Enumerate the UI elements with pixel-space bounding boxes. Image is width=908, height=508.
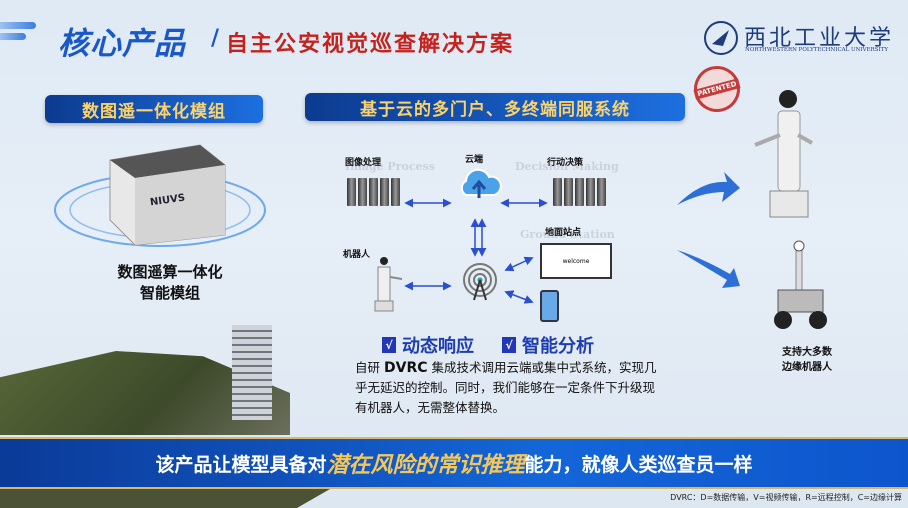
cloud-upload-icon	[460, 168, 502, 198]
screen-text: welcome	[562, 257, 590, 265]
summary-banner: 该产品让模型具备对潜在风险的常识推理能力，就像人类巡查员一样	[0, 437, 908, 489]
ghost-label: Image Process	[345, 160, 435, 173]
server-icon	[553, 178, 606, 206]
module-pill: 数图遥一体化模组	[45, 95, 263, 123]
feature-label: 智能分析	[522, 336, 594, 357]
patented-stamp: PATENTED	[688, 60, 746, 118]
node-label-decision: 行动决策	[547, 158, 584, 168]
node-label-ground: 地面站点	[545, 228, 582, 238]
module-device-image	[54, 144, 266, 247]
para-bold: DVRC	[383, 360, 428, 376]
patrol-robot-image	[774, 240, 827, 329]
page-subtitle: 自主公安视觉巡查解决方案	[226, 32, 515, 57]
check-icon: √	[502, 337, 516, 353]
connection-arrows	[404, 198, 548, 304]
antenna-signal-icon	[463, 263, 497, 301]
robot-icon	[374, 257, 402, 312]
footnote: DVRC：D=数据传输，V=视频传输，R=远程控制，C=边缘计算	[670, 493, 902, 502]
phone-icon	[540, 290, 559, 322]
page-title: 核心产品	[58, 26, 186, 62]
caption-line: 智能模组	[139, 284, 200, 302]
banner-text: 能力，就像人类巡查员一样	[524, 453, 753, 476]
banner-highlight: 潜在风险的常识推理	[326, 452, 525, 478]
city-aerial-image-bottom	[0, 489, 330, 508]
ghost-label: Ground Station	[520, 228, 615, 241]
node-label-robot: 机器人	[343, 250, 371, 260]
university-logo-en: NORTHWESTERN POLYTECHNICAL UNIVERSITY	[745, 47, 889, 53]
system-pill: 基于云的多门户、多终端同服系统	[305, 93, 685, 121]
check-icon: √	[382, 337, 396, 353]
monitor-icon: welcome	[540, 243, 612, 279]
title-slash: /	[211, 26, 220, 51]
caption-line: 边缘机器人	[782, 362, 832, 373]
ghost-label: Decision Making	[515, 160, 619, 173]
building-image	[232, 325, 272, 420]
para-text: 自研	[355, 360, 384, 375]
feature-smart-analysis: √ 智能分析	[502, 332, 594, 358]
university-emblem-icon	[704, 21, 738, 55]
robot-caption: 支持大多数边缘机器人	[768, 345, 846, 375]
description-paragraph: 自研 DVRC 集成技术调用云端或集中式系统，实现几乎无延迟的控制。同时，我们能…	[355, 358, 665, 418]
stamp-text: PATENTED	[693, 78, 741, 100]
caption-line: 支持大多数	[782, 347, 832, 358]
server-icon	[347, 178, 400, 206]
curved-arrows-icon	[677, 172, 740, 288]
caption-line: 数图遥算一体化	[117, 263, 223, 281]
node-label-cloud: 云端	[465, 155, 484, 165]
feature-label: 动态响应	[402, 336, 474, 357]
service-robot-image	[754, 90, 813, 218]
university-logo-text: 西北工业大学	[744, 26, 895, 51]
banner-text: 该产品让模型具备对	[155, 453, 327, 476]
module-caption: 数图遥算一体化智能模组	[95, 262, 245, 304]
feature-dynamic-response: √ 动态响应	[382, 332, 474, 358]
para-text: 集成技术调用云端或集中式系统，实现几乎无延迟的控制。同时，我们能够在一定条件下升…	[355, 360, 657, 415]
title-decoration	[0, 22, 40, 48]
node-label-image: 图像处理	[345, 158, 382, 168]
